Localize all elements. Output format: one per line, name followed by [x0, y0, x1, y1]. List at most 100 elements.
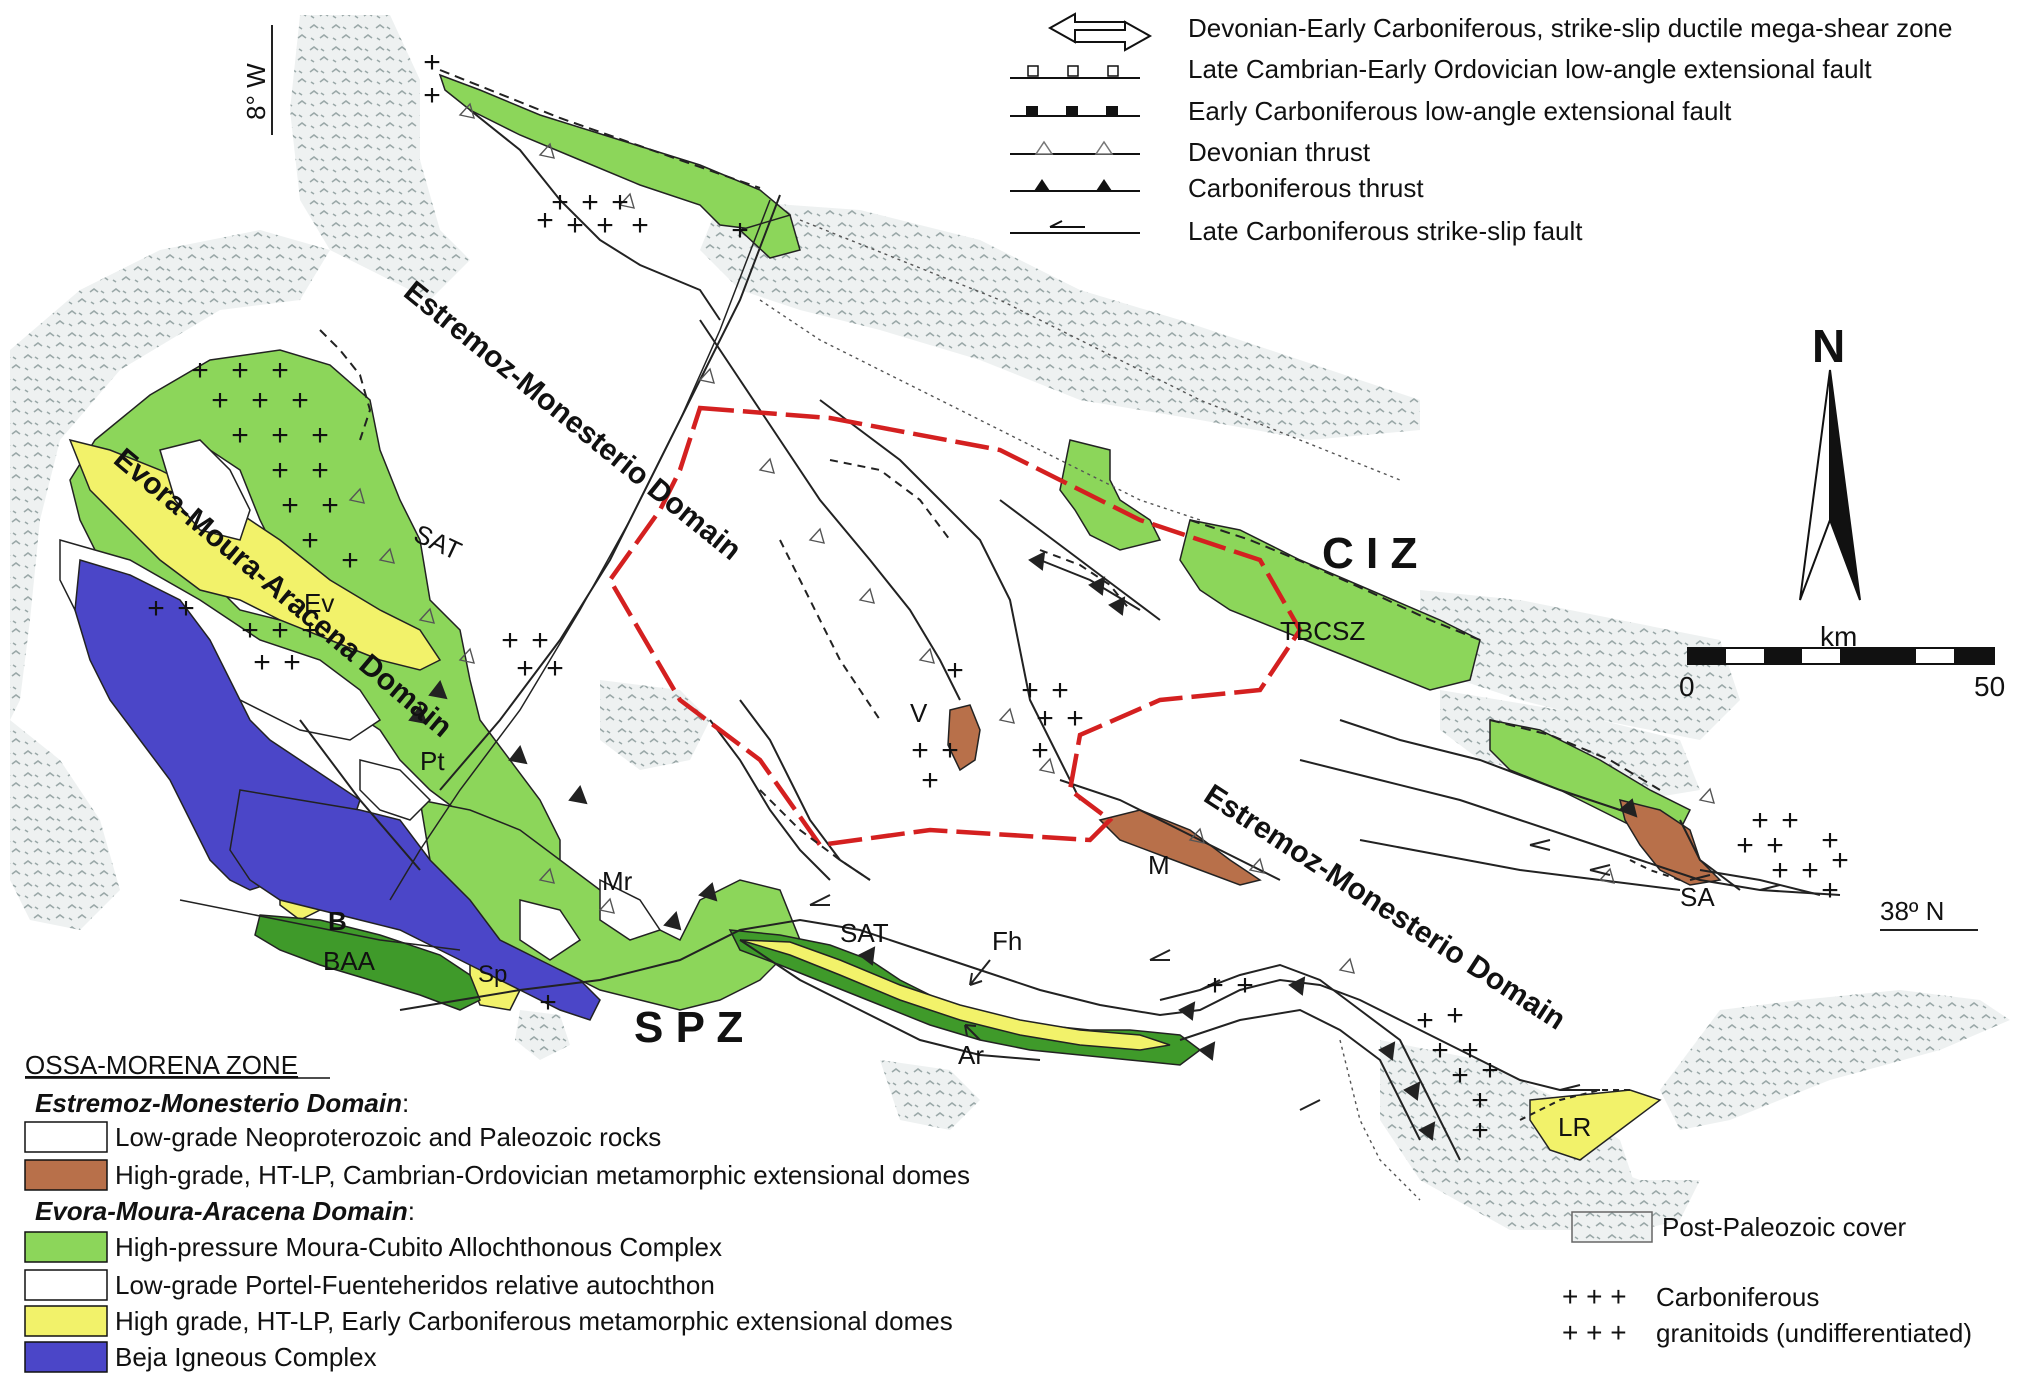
- unit-legend-group-1-title: Estremoz-Monesterio Domain:: [35, 1088, 409, 1118]
- svg-text:+: +: [1021, 674, 1039, 707]
- structure-legend-label-2: Late Cambrian-Early Ordovician low-angle…: [1188, 54, 1872, 84]
- granitoid-crosses: ++ +++ ++++ + +++ +++ +++ ++ ++ ++ ++ ++…: [147, 46, 1849, 1147]
- north-arrow-letter: N: [1812, 320, 1845, 372]
- structure-legend-label-3: Early Carboniferous low-angle extensiona…: [1188, 96, 1732, 126]
- svg-text:+: +: [1036, 702, 1054, 735]
- svg-text:+: +: [941, 734, 959, 767]
- svg-text:+: +: [1206, 969, 1224, 1002]
- granitoid-legend: + + + Carboniferous + + + granitoids (un…: [1562, 1281, 1972, 1348]
- granitoid-legend-label-2: granitoids (undifferentiated): [1656, 1318, 1972, 1348]
- svg-text:+: +: [1451, 1059, 1469, 1092]
- half-arrow-fault-icon: [1010, 220, 1140, 234]
- strike-slip-arrows: [809, 839, 1781, 1111]
- svg-text:+: +: [1781, 804, 1799, 837]
- cambrian-ordovician-domes: [947, 704, 1722, 886]
- zone-label-spz: S P Z: [634, 1003, 743, 1052]
- svg-text:+: +: [1051, 674, 1069, 707]
- svg-text:+: +: [1831, 844, 1849, 877]
- unit-legend-item-2: High-grade, HT-LP, Cambrian-Ordovician m…: [115, 1160, 970, 1190]
- open-square-fault-icon: [1010, 65, 1140, 79]
- svg-text:+: +: [1471, 1114, 1489, 1147]
- double-arrow-icon: [1047, 12, 1153, 52]
- label-pt: Pt: [420, 746, 445, 776]
- swatch-low-grade-emd: [24, 1121, 108, 1153]
- svg-text:+: +: [501, 624, 519, 657]
- label-sa: SA: [1680, 882, 1715, 912]
- label-ev: Ev: [304, 588, 334, 618]
- svg-text:+: +: [566, 209, 584, 242]
- svg-text:+: +: [1751, 804, 1769, 837]
- beja-igneous-complex: [74, 559, 601, 1021]
- svg-text:+: +: [1416, 1004, 1434, 1037]
- svg-text:+: +: [539, 986, 557, 1019]
- label-v: V: [910, 698, 928, 728]
- dotted-boundaries: [759, 219, 1421, 1201]
- svg-text:+: +: [311, 419, 329, 452]
- structure-legend-label-5: Carboniferous thrust: [1188, 173, 1424, 203]
- svg-text:+: +: [731, 214, 749, 247]
- svg-text:+: +: [191, 354, 209, 387]
- svg-text:+: +: [211, 384, 229, 417]
- fault-lines: [299, 109, 1841, 1161]
- svg-text:+: +: [611, 186, 629, 219]
- m-dome: [1098, 809, 1262, 886]
- unit-legend-item-5: High grade, HT-LP, Early Carboniferous m…: [115, 1306, 953, 1336]
- cover-legend-label: Post-Paleozoic cover: [1662, 1212, 1907, 1242]
- svg-text:+: +: [251, 384, 269, 417]
- svg-text:+: +: [177, 592, 195, 625]
- spz-boundary-bands: [739, 939, 1171, 1051]
- domain-label-emd-south: Estremoz-Monesterio Domain: [1198, 778, 1571, 1036]
- pointer-arrows: [964, 959, 991, 1041]
- svg-text:+: +: [147, 592, 165, 625]
- granitoid-legend-label-1: Carboniferous: [1656, 1282, 1819, 1312]
- swatch-beja-igneous-complex: [24, 1341, 108, 1373]
- granitoid-legend-symbol-1: + + +: [1562, 1281, 1627, 1312]
- svg-text:+: +: [301, 524, 319, 557]
- tbcsz-belt: [1179, 519, 1481, 691]
- svg-text:+: +: [321, 489, 339, 522]
- svg-text:+: +: [1801, 854, 1819, 887]
- unit-legend-group-2-title: Evora-Moura-Aracena Domain:: [35, 1196, 415, 1226]
- svg-text:+: +: [291, 384, 309, 417]
- svg-text:+: +: [1766, 829, 1784, 862]
- meridian-marker: 8° W: [241, 25, 273, 135]
- unit-legend-item-3: High-pressure Moura-Cubito Allochthonous…: [115, 1232, 722, 1262]
- meridian-label: 8° W: [241, 63, 271, 120]
- svg-text:+: +: [1236, 969, 1254, 1002]
- swatch-early-carboniferous-domes: [24, 1305, 108, 1337]
- svg-text:+: +: [1736, 829, 1754, 862]
- swatch-portel-autochthon: [24, 1269, 108, 1301]
- svg-text:+: +: [1471, 1084, 1489, 1117]
- svg-text:+: +: [631, 209, 649, 242]
- svg-text:+: +: [946, 654, 964, 687]
- scale-max: 50: [1974, 671, 2005, 702]
- svg-text:+: +: [1461, 1034, 1479, 1067]
- thrust-teeth: [319, 69, 1681, 1141]
- svg-text:+: +: [271, 454, 289, 487]
- svg-text:+: +: [423, 79, 441, 112]
- svg-text:+: +: [1066, 702, 1084, 735]
- svg-text:+: +: [1431, 1034, 1449, 1067]
- label-fh: Fh: [992, 926, 1022, 956]
- label-mr: Mr: [602, 866, 633, 896]
- granitoid-legend-symbol-2: + + +: [1562, 1317, 1627, 1348]
- ev-inner-white: [159, 439, 251, 541]
- svg-text:+: +: [1031, 734, 1049, 767]
- central-blob: [1059, 439, 1162, 551]
- svg-text:+: +: [531, 624, 549, 657]
- svg-text:+: +: [271, 614, 289, 647]
- svg-text:+: +: [921, 764, 939, 797]
- parallel-marker: 38º N: [1880, 896, 1978, 931]
- svg-text:+: +: [231, 354, 249, 387]
- svg-text:+: +: [423, 46, 441, 79]
- svg-text:+: +: [241, 614, 259, 647]
- svg-text:+: +: [546, 652, 564, 685]
- structure-legend-label-4: Devonian thrust: [1188, 137, 1371, 167]
- label-sat-south: SAT: [840, 918, 889, 948]
- north-arrow: N: [1799, 320, 1861, 601]
- filled-triangle-thrust-icon: [1010, 179, 1140, 192]
- zone-label-ciz: C I Z: [1322, 529, 1417, 578]
- svg-text:+: +: [341, 544, 359, 577]
- scale-unit: km: [1820, 621, 1857, 652]
- label-m: M: [1148, 850, 1170, 880]
